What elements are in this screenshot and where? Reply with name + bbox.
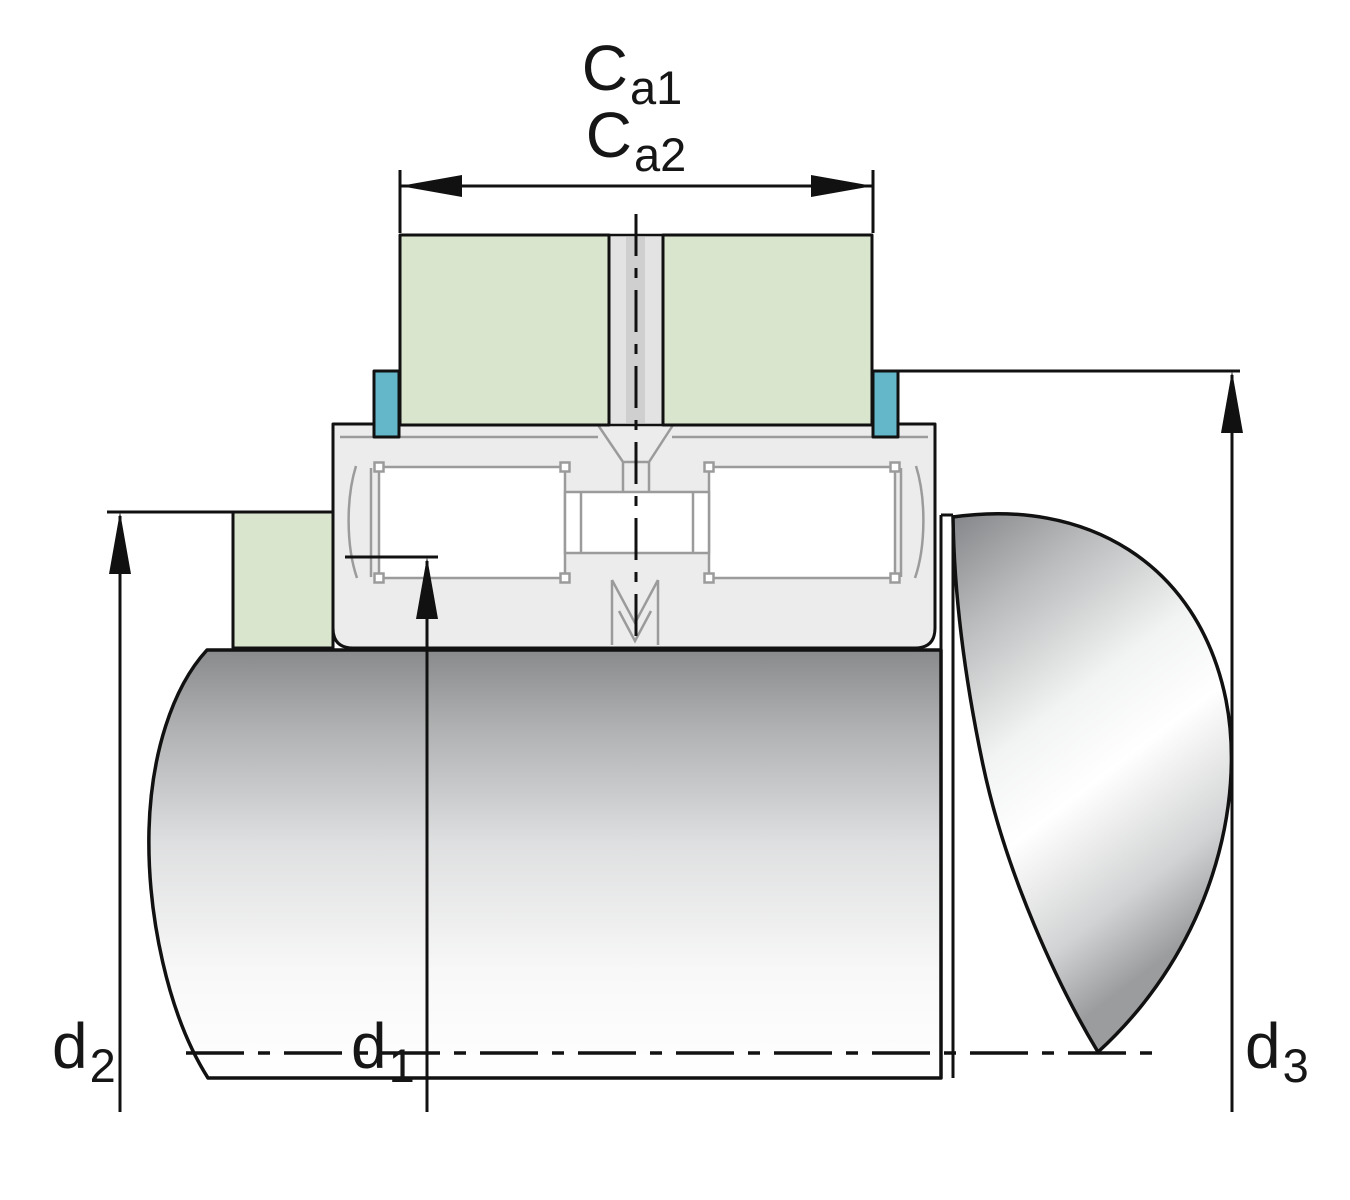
label-ca1-sub: a1 <box>629 61 683 114</box>
cage-pin <box>559 461 571 473</box>
cage-pin <box>703 461 715 473</box>
shaft <box>147 648 943 1080</box>
label-ca2-sub: a2 <box>633 128 687 181</box>
dim-d1-arrow <box>416 557 438 619</box>
cage-pin <box>373 461 385 473</box>
sleeve-right <box>661 233 874 427</box>
cage-pin <box>703 572 715 584</box>
shaft-shoulder-fillet <box>951 512 1234 1054</box>
dim-d2 <box>107 510 233 1112</box>
dim-ca <box>398 170 875 233</box>
roller-right <box>707 465 897 580</box>
seal-left <box>372 369 401 439</box>
cage-pin <box>559 572 571 584</box>
label-d2: d2 <box>52 1014 116 1089</box>
cage-pin <box>373 572 385 584</box>
label-d3-sub: 3 <box>1282 1039 1309 1092</box>
abutment-ring-left <box>231 510 335 650</box>
flange-curl-left <box>347 465 359 579</box>
label-d1-sub: 1 <box>388 1039 415 1092</box>
label-d1-base: d <box>351 1010 387 1082</box>
bore-vee-inner <box>617 610 653 644</box>
dim-ca-arrow-right <box>811 175 873 197</box>
flange-curl-right <box>913 465 925 579</box>
label-d2-sub: 2 <box>89 1039 116 1092</box>
label-d1: d1 <box>351 1014 415 1089</box>
label-d3: d3 <box>1245 1014 1309 1089</box>
label-ca1-base: C <box>581 32 628 104</box>
dim-d1 <box>345 555 438 1112</box>
roller-left <box>377 465 567 580</box>
cage-pin <box>889 461 901 473</box>
dim-d3 <box>897 369 1243 1112</box>
label-ca2: Ca2 <box>586 103 687 178</box>
seal-right <box>871 369 900 439</box>
dim-d2-arrow <box>109 512 131 574</box>
cage-pin <box>889 572 901 584</box>
label-ca2-base: C <box>585 99 632 171</box>
label-d3-base: d <box>1245 1010 1281 1082</box>
dim-d3-arrow <box>1221 371 1243 433</box>
label-d2-base: d <box>52 1010 88 1082</box>
dim-ca-arrow-left <box>400 175 462 197</box>
sleeve-left <box>398 233 611 427</box>
label-ca1: Ca1 <box>582 36 683 111</box>
